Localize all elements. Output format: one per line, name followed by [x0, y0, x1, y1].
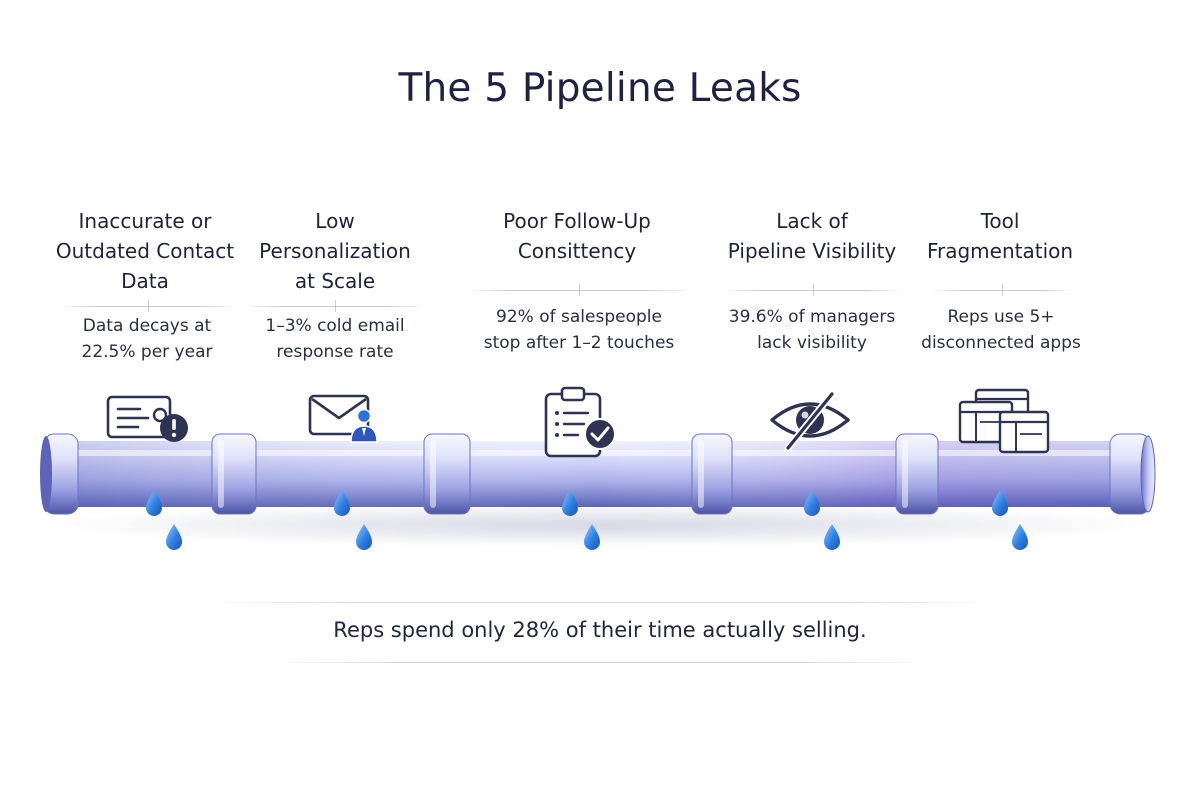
eye-slash-icon: [770, 390, 850, 452]
water-drop: [356, 524, 372, 550]
leak-divider: [246, 300, 424, 312]
contact-card-alert-icon: [106, 395, 188, 442]
pipe-collar: [211, 433, 257, 515]
envelope-user-icon: [308, 394, 378, 443]
pipe: [50, 441, 1150, 507]
leak-divider: [932, 284, 1072, 296]
leak-stat: 39.6% of managers lack visibility: [728, 307, 896, 353]
leak-title: Tool Fragmentation: [926, 209, 1074, 263]
footer-divider-top: [210, 602, 990, 603]
leak-divider: [466, 284, 692, 296]
water-drop: [166, 524, 182, 550]
water-drop: [146, 490, 162, 516]
leak-title: Lack of Pipeline Visibility: [727, 209, 897, 263]
leak-stat: 92% of salespeople stop after 1–2 touche…: [483, 307, 675, 353]
leak-drops: [146, 490, 1028, 550]
water-drop: [584, 524, 600, 550]
water-drop: [334, 490, 350, 516]
leak-divider: [60, 300, 236, 312]
pipe-collar: [895, 433, 939, 515]
pipe-end-right: [1109, 433, 1156, 515]
water-drop: [824, 524, 840, 550]
water-drop: [1012, 524, 1028, 550]
footer-note: Reps spend only 28% of their time actual…: [333, 618, 867, 642]
leak-title: Low Personalization at Scale: [259, 209, 411, 293]
leak-divider: [724, 284, 902, 296]
leak-stat: Reps use 5+ disconnected apps: [921, 307, 1081, 353]
water-drop: [992, 490, 1008, 516]
leak-title: Inaccurate or Outdated Contact Data: [55, 209, 235, 293]
pipe-end-left: [40, 433, 79, 515]
leak-stat: 1–3% cold email response rate: [265, 316, 405, 362]
clipboard-check-icon: [544, 386, 616, 458]
pipe-shadow: [40, 503, 1160, 547]
stacked-windows-icon: [958, 388, 1050, 454]
leak-stat: Data decays at 22.5% per year: [81, 316, 213, 362]
leak-title: Poor Follow-Up Consittency: [503, 209, 651, 263]
water-drop: [562, 490, 578, 516]
pipe-collar: [423, 433, 471, 515]
water-drop: [804, 490, 820, 516]
page-title: The 5 Pipeline Leaks: [398, 66, 802, 111]
pipe-collar: [691, 433, 733, 515]
footer-divider-bottom: [270, 662, 930, 663]
